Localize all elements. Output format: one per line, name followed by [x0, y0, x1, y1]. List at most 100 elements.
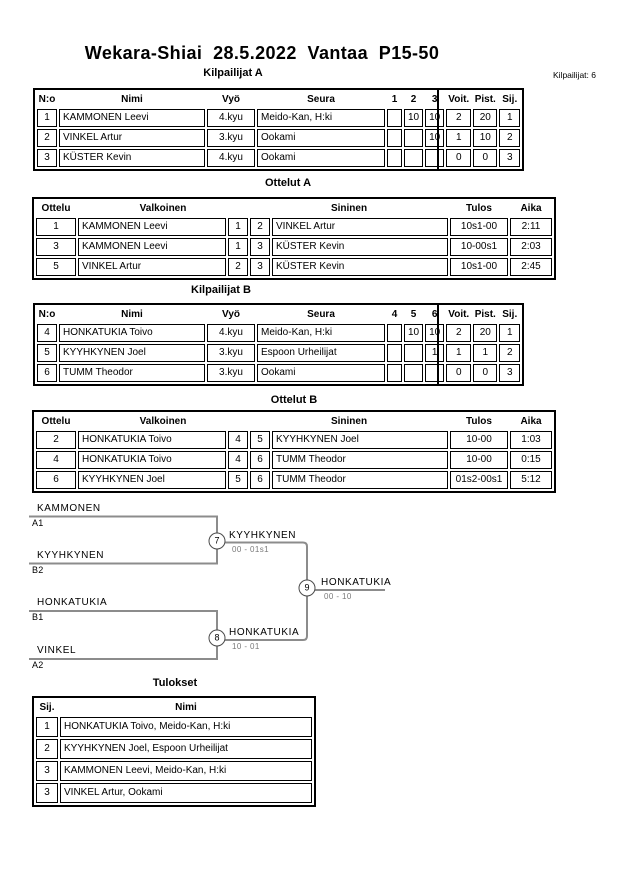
match-number-badge: 9	[298, 579, 316, 597]
cell-name: HONKATUKIA Toivo	[59, 324, 205, 342]
table-row: 3 KAMMONEN Leevi, Meido-Kan, H:ki	[36, 761, 312, 781]
cell-name: HONKATUKIA Toivo, Meido-Kan, H:ki	[60, 717, 312, 737]
cell-blue: KYYHKYNEN Joel	[272, 431, 448, 449]
cell-r1	[387, 364, 402, 382]
col-club: Seura	[307, 309, 335, 320]
cell-r1	[387, 324, 402, 342]
cell-blue: VINKEL Artur	[272, 218, 448, 236]
bracket-winner-name: KYYHKYNEN	[229, 530, 297, 541]
cell-points: 20	[473, 324, 498, 342]
cell-match: 5	[36, 258, 76, 276]
cell-name: TUMM Theodor	[59, 364, 205, 382]
table-row: 4 HONKATUKIA Toivo 4.kyu Meido-Kan, H:ki…	[37, 324, 521, 342]
col-rank: Sij.	[39, 702, 55, 713]
cell-name: VINKEL Artur	[59, 129, 205, 147]
bracket-match-score: 00 - 01s1	[232, 545, 269, 554]
header-row: N:o Nimi Vyö Seura 1 2 3 Voit. Pist. Sij…	[37, 92, 520, 107]
cell-r2: 10	[404, 109, 424, 127]
col-club: Seura	[307, 94, 335, 105]
cell-match: 3	[36, 238, 76, 256]
table-row: 2 KYYHKYNEN Joel, Espoon Urheilijat	[36, 739, 312, 759]
col-white: Valkoinen	[139, 203, 187, 214]
cell-blue: KÜSTER Kevin	[272, 258, 448, 276]
col-result: Tulos	[466, 203, 492, 214]
cell-white-no: 1	[228, 218, 248, 236]
cell-name: KÜSTER Kevin	[59, 149, 205, 167]
cell-blue: TUMM Theodor	[272, 471, 448, 489]
cell-blue-no: 6	[250, 451, 270, 469]
match-number-badge: 7	[208, 532, 226, 550]
cell-match: 4	[36, 451, 76, 469]
table-row: 3 KAMMONEN Leevi 1 3 KÜSTER Kevin 10-00s…	[36, 238, 552, 256]
cell-white-no: 4	[228, 431, 248, 449]
cell-r1	[387, 344, 402, 362]
cell-r3: 10	[425, 324, 445, 342]
cell-belt: 4.kyu	[207, 324, 255, 342]
col-r1: 1	[391, 94, 398, 105]
cell-match: 1	[36, 218, 76, 236]
cell-points: 0	[473, 149, 498, 167]
cell-club: Espoon Urheilijat	[257, 344, 385, 362]
competitor-count: Kilpailijat: 6	[553, 70, 596, 80]
matches-b-title: Ottelut B	[270, 394, 318, 406]
cell-belt: 3.kyu	[207, 129, 255, 147]
header-row: Sij. Nimi	[36, 700, 312, 715]
cell-blue: TUMM Theodor	[272, 451, 448, 469]
cell-points: 20	[473, 109, 498, 127]
header-row: N:o Nimi Vyö Seura 4 5 6 Voit. Pist. Sij…	[37, 307, 520, 322]
cell-blue-no: 5	[250, 431, 270, 449]
bracket-seed-label: A1	[32, 518, 44, 528]
cell-blue-no: 3	[250, 258, 270, 276]
table-row: 2 HONKATUKIA Toivo 4 5 KYYHKYNEN Joel 10…	[36, 431, 552, 449]
table-row: 1 KAMMONEN Leevi 4.kyu Meido-Kan, H:ki 1…	[37, 109, 521, 127]
cell-points: 0	[473, 364, 498, 382]
cell-belt: 4.kyu	[207, 109, 255, 127]
cell-club: Ookami	[257, 149, 385, 167]
cell-result: 10s1-00	[450, 218, 508, 236]
cell-r2: 10	[404, 324, 424, 342]
col-r3: 6	[431, 309, 438, 320]
cell-name: KAMMONEN Leevi	[59, 109, 205, 127]
cell-name: KAMMONEN Leevi, Meido-Kan, H:ki	[60, 761, 312, 781]
bracket-winner-name: HONKATUKIA	[229, 627, 300, 638]
cell-rank: 3	[499, 149, 521, 167]
cell-points: 10	[473, 129, 498, 147]
cell-no: 2	[37, 129, 57, 147]
col-points: Pist.	[474, 94, 496, 105]
cell-club: Ookami	[257, 129, 385, 147]
cell-r2	[404, 149, 424, 167]
cell-white: VINKEL Artur	[78, 258, 226, 276]
table-row: 4 HONKATUKIA Toivo 4 6 TUMM Theodor 10-0…	[36, 451, 552, 469]
cell-white-no: 5	[228, 471, 248, 489]
cell-club: Ookami	[257, 364, 385, 382]
page-title: Wekara-Shiai 28.5.2022 Vantaa P15-50	[84, 43, 440, 63]
table-row: 6 TUMM Theodor 3.kyu Ookami 0 0 3	[37, 364, 521, 382]
cell-points: 1	[473, 344, 498, 362]
cell-white: HONKATUKIA Toivo	[78, 431, 226, 449]
cell-white: HONKATUKIA Toivo	[78, 451, 226, 469]
cell-rank: 2	[499, 129, 521, 147]
pool-b-table: N:o Nimi Vyö Seura 4 5 6 Voit. Pist. Sij…	[33, 303, 525, 386]
cell-rank: 1	[499, 109, 521, 127]
cell-name: KYYHKYNEN Joel	[59, 344, 205, 362]
cell-r1	[387, 109, 402, 127]
col-rank: Sij.	[502, 94, 518, 105]
cell-rank: 1	[36, 717, 58, 737]
col-r2: 2	[410, 94, 417, 105]
cell-time: 0:15	[510, 451, 552, 469]
cell-result: 10s1-00	[450, 258, 508, 276]
col-name: Nimi	[175, 702, 197, 713]
bracket-champion-name: HONKATUKIA	[321, 577, 392, 588]
cell-wins: 2	[446, 324, 472, 342]
cell-r2	[404, 364, 424, 382]
bracket-entrant-name: KAMMONEN	[37, 503, 101, 514]
pool-a-section-divider	[437, 88, 439, 171]
header-row: Ottelu Valkoinen Sininen Tulos Aika	[36, 201, 552, 216]
matches-a-title: Ottelut A	[264, 177, 312, 189]
col-belt: Vyö	[222, 94, 240, 105]
table-row: 3 VINKEL Artur, Ookami	[36, 783, 312, 803]
col-name: Nimi	[121, 94, 143, 105]
table-row: 6 KYYHKYNEN Joel 5 6 TUMM Theodor 01s2-0…	[36, 471, 552, 489]
col-wins: Voit.	[448, 309, 470, 320]
cell-wins: 0	[446, 149, 472, 167]
